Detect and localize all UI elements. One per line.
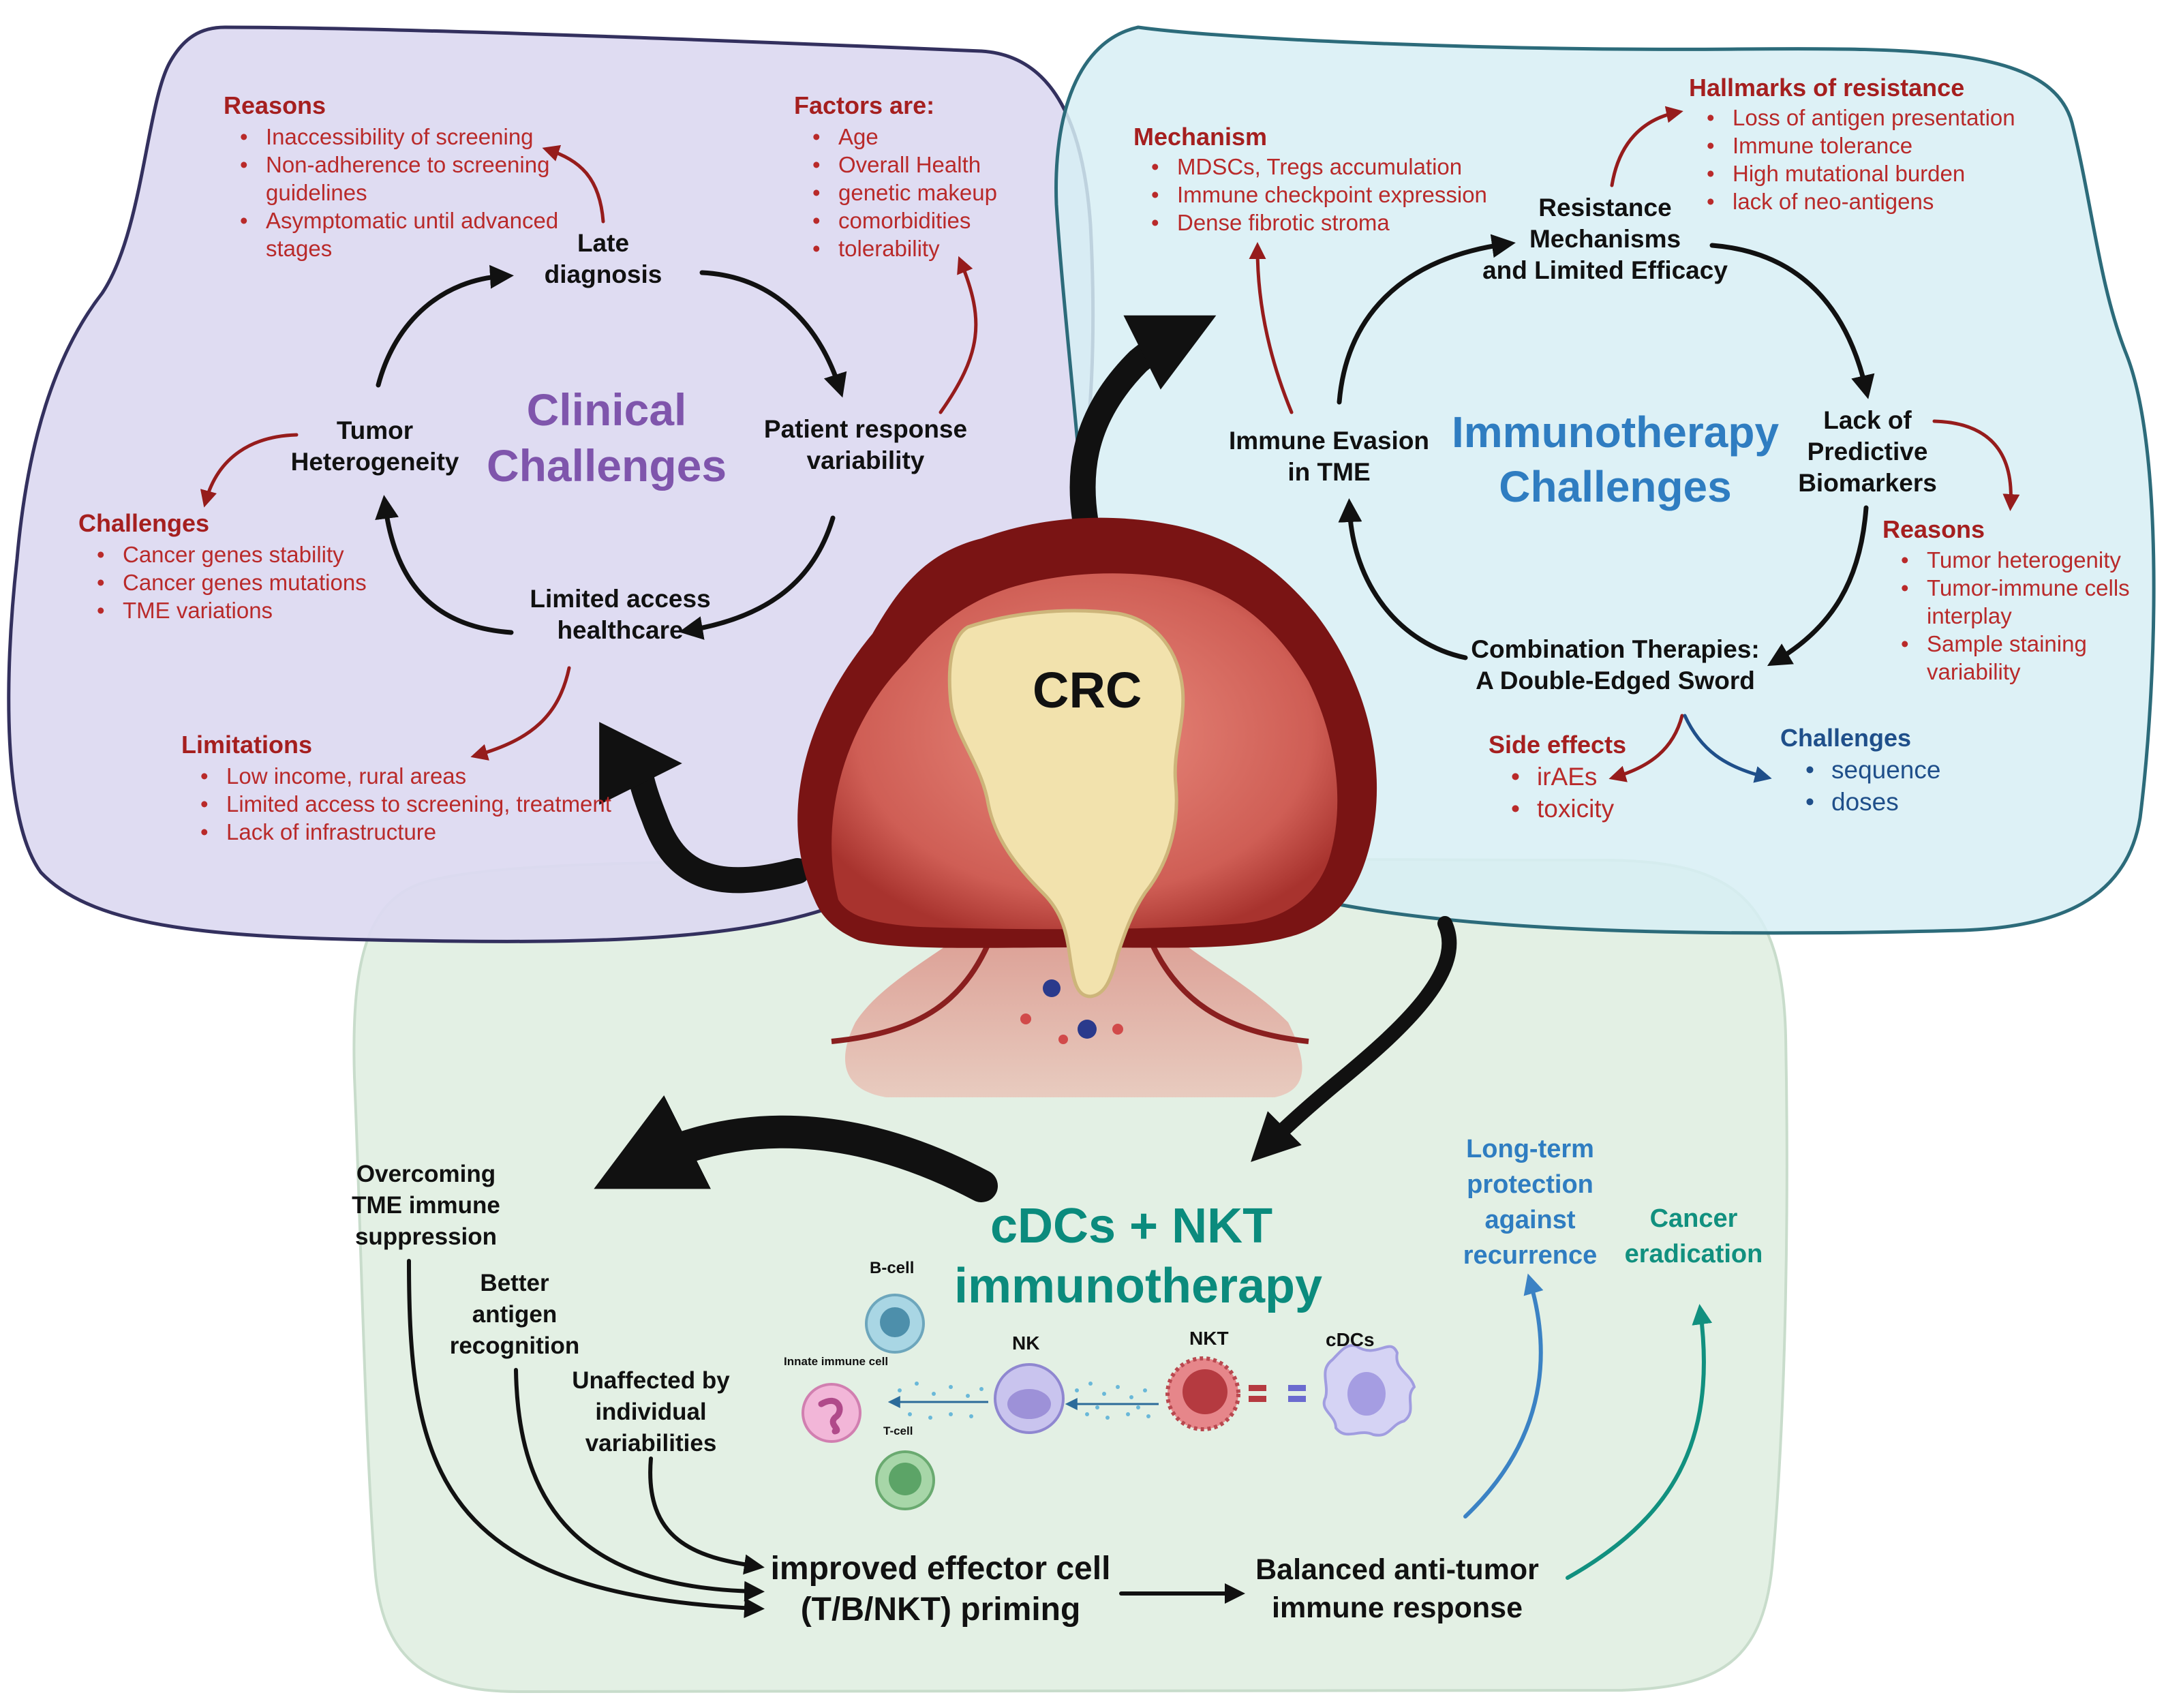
clinical-challenges-heading: Challenges [78, 509, 210, 537]
factors-heading: Factors are: [794, 91, 935, 119]
list-item: genetic makeup [812, 179, 997, 207]
list-item: Immune tolerance [1707, 132, 2015, 159]
t-cell-label: T-cell [883, 1424, 913, 1437]
receptor-binding-icon [1249, 1385, 1306, 1402]
list-item: stages [266, 236, 333, 261]
factors-list: Age Overall Health genetic makeup comorb… [791, 123, 997, 262]
innate-cell-label: Innate immune cell [784, 1355, 889, 1368]
node-immune-evasion: Immune Evasion in TME [1228, 427, 1430, 486]
limitations-heading: Limitations [181, 731, 313, 759]
list-item: Cancer genes stability [97, 540, 367, 568]
list-item: TME variations [97, 596, 367, 624]
b-cell-label: B-cell [870, 1259, 915, 1277]
list-item: Sample staining [1901, 630, 2130, 658]
list-item: Cancer genes mutations [97, 568, 367, 596]
list-item: tolerability [812, 234, 997, 262]
clinical-cycle-arrows [375, 264, 847, 640]
therapy-flow-arrows [407, 1259, 1245, 1619]
list-item: Inaccessibility of screening [240, 123, 558, 151]
list-item: Tumor heterogenity [1901, 546, 2130, 574]
list-item: doses [1805, 786, 1940, 818]
immuno-reasons-list: Tumor heterogenity Tumor-immune cells in… [1879, 546, 2130, 686]
node-combination: Combination Therapies: A Double-Edged Sw… [1471, 635, 1760, 695]
mechanism-list: MDSCs, Tregs accumulation Immune checkpo… [1129, 153, 1487, 237]
list-item: Dense fibrotic stroma [1151, 209, 1487, 237]
side-effects-list: irAEs toxicity [1489, 761, 1614, 825]
big-arrow-to-immuno [1069, 315, 1217, 572]
clinical-reasons-heading: Reasons [224, 91, 326, 119]
node-better-antigen: Better antigen recognition [449, 1270, 580, 1359]
immuno-reasons-heading: Reasons [1882, 515, 1985, 543]
list-item: Lack of infrastructure [200, 818, 611, 846]
immuno-challenges-heading: Challenges [1780, 724, 1912, 752]
nk-cell-icon [994, 1363, 1065, 1434]
list-item: comorbidities [812, 207, 997, 234]
list-item: sequence [1805, 754, 1941, 786]
clinical-red-arrows [200, 144, 978, 761]
list-item: Limited access to screening, treatment [200, 790, 611, 818]
node-balanced: Balanced anti-tumor immune response [1255, 1553, 1539, 1624]
clinical-reasons-list: Inaccessibility of screening Non-adheren… [218, 123, 558, 262]
immuno-red-arrows [1249, 106, 2020, 782]
list-item: Loss of antigen presentation [1707, 104, 2015, 132]
node-long-term: Long-term protection against recurrence [1463, 1135, 1598, 1270]
list-item: Overall Health [812, 151, 997, 179]
list-item: variability [1927, 659, 2021, 684]
cdcs-label: cDCs [1326, 1329, 1375, 1350]
limitations-list: Low income, rural areas Limited access t… [179, 762, 611, 846]
nkt-label: NKT [1189, 1328, 1229, 1349]
node-limited-access: Limited access healthcare [530, 585, 711, 644]
therapy-title: cDCs + NKT immunotherapy [954, 1199, 1323, 1313]
t-cell-icon [875, 1450, 935, 1510]
b-cell-icon [865, 1294, 925, 1354]
nk-label: NK [1012, 1332, 1040, 1354]
cytokine-signal-arrows [887, 1396, 1159, 1410]
node-tumor-heterogeneity: Tumor Heterogeneity [290, 416, 459, 476]
tumor-illustration [797, 517, 1377, 1097]
immuno-title: Immunotherapy Challenges [1451, 408, 1780, 511]
list-item: Asymptomatic until advanced [240, 207, 558, 234]
list-item: guidelines [266, 180, 367, 205]
clinical-title: Clinical Challenges [486, 384, 727, 491]
node-lack-biomarkers: Lack of Predictive Biomarkers [1798, 406, 1937, 497]
list-item: Tumor-immune cells [1901, 574, 2130, 602]
list-item: MDSCs, Tregs accumulation [1151, 153, 1487, 181]
immuno-blue-arrow [1683, 714, 1772, 783]
innate-immune-cell-icon [802, 1383, 861, 1443]
node-overcoming: Overcoming TME immune suppression [352, 1161, 500, 1250]
immuno-challenges-list: sequence doses [1784, 754, 1941, 818]
nkt-cell-icon [1165, 1356, 1240, 1431]
side-effects-heading: Side effects [1489, 731, 1627, 759]
big-arrow-to-overcoming [594, 1095, 998, 1202]
cdcs-cell-icon [1322, 1344, 1416, 1437]
node-resistance: Resistance Mechanisms and Limited Effica… [1482, 194, 1728, 284]
hallmarks-heading: Hallmarks of resistance [1689, 74, 1965, 102]
list-item: lack of neo-antigens [1707, 187, 2015, 215]
immuno-cycle-arrows [1337, 234, 1875, 667]
hallmarks-list: Loss of antigen presentation Immune tole… [1685, 104, 2015, 215]
list-item: Age [812, 123, 997, 151]
node-eradication: Cancer eradication [1624, 1204, 1763, 1268]
node-late-diagnosis: Late diagnosis [544, 229, 662, 288]
list-item: Immune checkpoint expression [1151, 181, 1487, 209]
arrow-to-long-term [1463, 1273, 1544, 1519]
tumor-label: CRC [1033, 662, 1142, 718]
list-item: High mutational burden [1707, 159, 2015, 187]
arrow-to-eradication [1566, 1304, 1713, 1580]
clinical-region [7, 25, 1095, 943]
clinical-challenges-list: Cancer genes stability Cancer genes muta… [75, 540, 367, 624]
cytokine-dots [898, 1382, 1150, 1420]
list-item: Low income, rural areas [200, 762, 611, 790]
node-unaffected: Unaffected by individual variabilities [572, 1367, 730, 1457]
big-arrow-to-clinical [598, 722, 810, 894]
list-item: interplay [1927, 603, 2012, 628]
node-patient-response: Patient response variability [763, 415, 968, 474]
list-item: toxicity [1511, 793, 1614, 825]
mechanism-heading: Mechanism [1133, 123, 1268, 151]
list-item: irAEs [1511, 761, 1614, 793]
node-improved-priming: improved effector cell (T/B/NKT) priming [770, 1551, 1111, 1628]
big-arrow-to-therapy [1251, 916, 1457, 1162]
list-item: Non-adherence to screening [240, 151, 558, 179]
